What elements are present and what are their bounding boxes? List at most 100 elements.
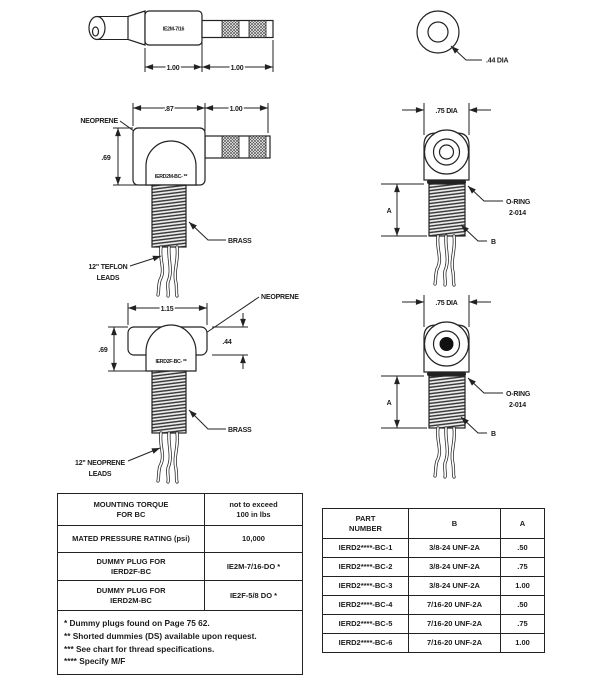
spec-label: DUMMY PLUG FOR <box>96 585 166 595</box>
spec-label-cell: MATED PRESSURE RATING (psi) <box>57 525 205 553</box>
table-row: IERD2****-BC-2 3/8-24 UNF-2A .75 <box>322 557 545 577</box>
part-cell: IERD2****-BC-2 <box>322 557 409 577</box>
a-cell: .50 <box>500 538 545 558</box>
straight-body-label: IERD2F-BC- ** <box>156 359 188 365</box>
drawing-tip-face-view: .44 DIA <box>416 10 509 65</box>
drawing-straight-flange-plug: NEOPRENE 1.15 .44 .69 IERD2F-BC- ** BRAS… <box>75 294 299 484</box>
lead-wires <box>156 431 180 484</box>
dim-label-44-cap: .44 <box>222 339 231 346</box>
knurl-band <box>221 135 240 159</box>
dia-label-44: .44 DIA <box>486 58 508 65</box>
a-cell: 1.00 <box>500 576 545 596</box>
mounting-spec-table: MOUNTING TORQUE FOR BC not to exceed 100… <box>57 493 303 675</box>
dim-label-115: 1.15 <box>161 306 174 313</box>
drawing-female-face-view: .75 DIA A O-RING 2-014 B <box>381 295 531 479</box>
dim-label-b-male: B <box>491 239 496 246</box>
table-row: IERD2****-BC-3 3/8-24 UNF-2A 1.00 <box>322 576 545 596</box>
oring-label-line1: O-RING <box>506 199 531 206</box>
dim-label-a-male: A <box>387 208 392 215</box>
dia-label-75-female: .75 DIA <box>435 300 457 307</box>
a-cell: .50 <box>500 595 545 615</box>
part-cell: IERD2****-BC-4 <box>322 595 409 615</box>
neoprene-label-2: NEOPRENE <box>261 294 299 301</box>
table-header-row: PART NUMBER B A <box>322 508 545 539</box>
spec-label: DUMMY PLUG FOR <box>96 556 166 566</box>
oring-label-line2: 2-014 <box>509 210 526 217</box>
thread-cell: 3/8-24 UNF-2A <box>408 538 501 558</box>
dim-label-69-2: .69 <box>98 347 107 354</box>
threaded-stud <box>151 184 187 248</box>
table-row: MATED PRESSURE RATING (psi) 10,000 <box>57 525 303 553</box>
oring-label-line1-2: O-RING <box>506 391 531 398</box>
threaded-stud <box>428 375 466 429</box>
spec-label-cell: DUMMY PLUG FOR IERD2F-BC <box>57 552 205 581</box>
spec-label: MATED PRESSURE RATING (psi) <box>72 534 190 544</box>
drawing-right-angle-plug: NEOPRENE .87 1.00 .69 IERD2M-BC- ** BRAS… <box>80 103 271 298</box>
neoprene-leads-label-line2: LEADS <box>89 471 112 478</box>
header-part-number: PART NUMBER <box>322 508 409 539</box>
footnote-2: ** Shorted dummies (DS) available upon r… <box>64 630 257 641</box>
table-row: MOUNTING TORQUE FOR BC not to exceed 100… <box>57 493 303 526</box>
part-cell: IERD2****-BC-1 <box>322 538 409 558</box>
teflon-leads-label-line2: LEADS <box>97 275 120 282</box>
a-cell: 1.00 <box>500 633 545 653</box>
a-cell: .75 <box>500 614 545 634</box>
dia-label-75-male: .75 DIA <box>435 108 457 115</box>
teflon-leads-label-line1: 12" TEFLON <box>88 264 127 271</box>
threaded-stud <box>151 370 187 434</box>
header-b: B <box>408 508 501 539</box>
spec-label-cell: MOUNTING TORQUE FOR BC <box>57 493 205 526</box>
footnote-1: * Dummy plugs found on Page 75 62. <box>64 617 210 628</box>
brass-label: BRASS <box>228 238 252 245</box>
table-row: IERD2****-BC-4 7/16-20 UNF-2A .50 <box>322 595 545 615</box>
neoprene-leads-label-line1: 12" NEOPRENE <box>75 460 125 467</box>
spec-label-cell: DUMMY PLUG FOR IERD2M-BC <box>57 580 205 611</box>
spec-value: not to exceed <box>229 499 278 509</box>
table-row: DUMMY PLUG FOR IERD2M-BC IE2F-5/8 DO * <box>57 580 303 611</box>
footnotes-cell: * Dummy plugs found on Page 75 62. ** Sh… <box>57 610 303 675</box>
spec-value-cell: not to exceed 100 in lbs <box>204 493 303 526</box>
spec-value: 10,000 <box>242 534 265 544</box>
dim-label-shaft-length: 1.00 <box>231 65 244 72</box>
thread-cell: 3/8-24 UNF-2A <box>408 576 501 596</box>
dim-label-a-female: A <box>387 400 392 407</box>
top-plug-body-label: IE2M-7/16 <box>163 27 185 33</box>
part-number-table: PART NUMBER B A IERD2****-BC-1 3/8-24 UN… <box>322 508 545 653</box>
table-row: IERD2****-BC-1 3/8-24 UNF-2A .50 <box>322 538 545 558</box>
lead-wires <box>156 245 180 298</box>
dim-label-100: 1.00 <box>230 106 243 113</box>
part-cell: IERD2****-BC-6 <box>322 633 409 653</box>
male-pin-socket <box>438 144 455 160</box>
table-row: IERD2****-BC-6 7/16-20 UNF-2A 1.00 <box>322 633 545 653</box>
part-cell: IERD2****-BC-3 <box>322 576 409 596</box>
brass-label-2: BRASS <box>228 427 252 434</box>
thread-cell: 7/16-20 UNF-2A <box>408 595 501 615</box>
knurl-band <box>248 135 267 159</box>
oring-label-line2-2: 2-014 <box>509 402 526 409</box>
part-cell: IERD2****-BC-5 <box>322 614 409 634</box>
neoprene-label: NEOPRENE <box>80 118 118 125</box>
dim-label-69: .69 <box>101 155 110 162</box>
knurl-band <box>221 20 240 38</box>
header-a: A <box>500 508 545 539</box>
a-cell: .75 <box>500 557 545 577</box>
table-row: DUMMY PLUG FOR IERD2F-BC IE2M-7/16-DO * <box>57 552 303 581</box>
technical-drawing-canvas: IE2M-7/16 1.00 1.00 .44 DIA NEOPRENE .87… <box>75 10 531 484</box>
threaded-stud <box>428 183 466 237</box>
drawing-male-face-view: .75 DIA A O-RING 2-014 B <box>381 103 531 287</box>
lead-wires <box>433 234 457 287</box>
female-contact-pin <box>439 337 454 351</box>
table-row-notes: * Dummy plugs found on Page 75 62. ** Sh… <box>57 610 303 675</box>
spec-value-cell: IE2M-7/16-DO * <box>204 552 303 581</box>
spec-value-cell: 10,000 <box>204 525 303 553</box>
lead-wires <box>433 426 457 479</box>
dim-label-87: .87 <box>164 106 173 113</box>
dim-label-b-female: B <box>491 431 496 438</box>
thread-cell: 3/8-24 UNF-2A <box>408 557 501 577</box>
knurl-band <box>248 20 267 38</box>
thread-cell: 7/16-20 UNF-2A <box>408 633 501 653</box>
spec-label: MOUNTING TORQUE <box>93 499 169 509</box>
dim-label-body-length: 1.00 <box>167 65 180 72</box>
spec-value: IE2F-5/8 DO * <box>229 590 278 600</box>
